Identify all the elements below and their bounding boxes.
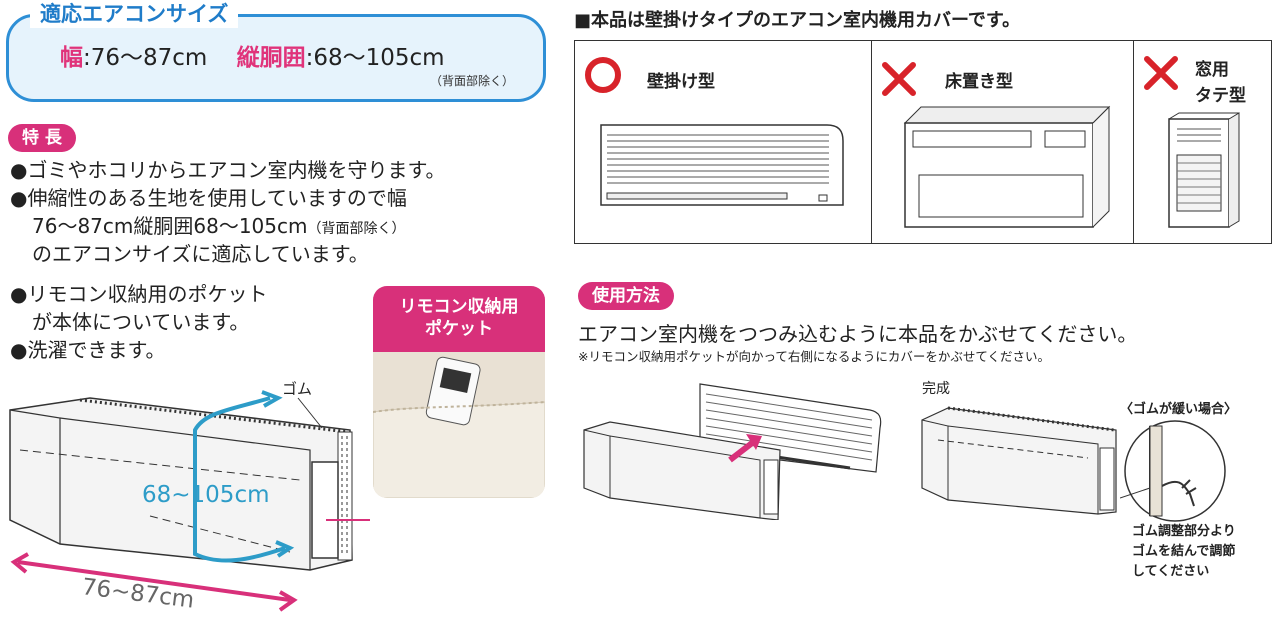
window-aircon-illustration — [1168, 112, 1240, 228]
ok-circle-icon — [585, 57, 621, 93]
type-floor: 床置き型 — [871, 41, 1134, 243]
usage-tag: 使用方法 — [578, 282, 674, 310]
pocket-card: リモコン収納用 ポケット — [373, 286, 545, 498]
height-label: 縦胴囲 — [236, 45, 306, 71]
size-title: 適応エアコンサイズ — [30, 0, 239, 28]
width-value: :76〜87cm — [83, 45, 208, 71]
feature-line-5: ●リモコン収納用のポケット — [10, 282, 268, 306]
aircon-types-table: 壁掛け型 床置き型 — [574, 40, 1272, 244]
usage-main-text: エアコン室内機をつつみ込むように本品をかぶせてください。 — [578, 322, 1138, 346]
usage-step-illustration — [583, 383, 882, 520]
pocket-line-2: ポケット — [425, 319, 493, 339]
type-window-label-2: タテ型 — [1195, 86, 1246, 106]
feature-line-7: ●洗濯できます。 — [10, 338, 166, 362]
pocket-header: リモコン収納用 ポケット — [373, 286, 545, 352]
height-value: :68〜105cm — [305, 45, 445, 71]
adjust-line-1: ゴム調整部分より — [1132, 524, 1236, 539]
done-label: 完成 — [922, 381, 950, 397]
size-box — [6, 14, 546, 102]
feature-line-3: 76〜87cm縦胴囲68〜105cm（背面部除く） — [32, 214, 405, 241]
adjust-line-3: してください — [1132, 564, 1210, 579]
adjust-instructions: ゴム調整部分より ゴムを結んで調節 してください — [1132, 522, 1236, 582]
size-line: 幅:76〜87cm 縦胴囲:68〜105cm — [60, 38, 445, 72]
pocket-line-1: リモコン収納用 — [399, 297, 519, 317]
ng-cross-icon — [882, 62, 916, 96]
type-wall: 壁掛け型 — [575, 41, 872, 243]
feature-line-3-main: 76〜87cm縦胴囲68〜105cm — [32, 214, 308, 238]
feature-line-1: ●ゴミやホコリからエアコン室内機を守ります。 — [10, 158, 446, 182]
wall-aircon-illustration — [600, 124, 844, 206]
width-label: 幅 — [60, 45, 83, 71]
loose-label: 〈ゴムが緩い場合〉 — [1120, 402, 1238, 417]
remote-pocket-illustration — [373, 352, 545, 498]
ng-cross-icon-2 — [1144, 56, 1178, 90]
gom-label: ゴム — [282, 380, 313, 398]
height-dimension: 68~105cm — [142, 482, 270, 508]
cover-diagram — [9, 390, 370, 612]
intro-text: ■本品は壁掛けタイプのエアコン室内機用カバーです。 — [574, 10, 1021, 31]
elastic-detail-illustration — [1120, 420, 1226, 522]
type-wall-label: 壁掛け型 — [647, 72, 715, 92]
size-note: （背面部除く） — [430, 74, 515, 88]
completed-illustration — [921, 406, 1117, 515]
usage-note-text: ※リモコン収納用ポケットが向かって右側になるようにカバーをかぶせてください。 — [578, 349, 1050, 364]
adjust-line-2: ゴムを結んで調節 — [1132, 544, 1236, 559]
feature-line-6: が本体についています。 — [32, 310, 250, 334]
features-tag: 特 長 — [8, 124, 76, 152]
type-window: 窓用 タテ型 — [1133, 41, 1271, 243]
feature-line-3-note: （背面部除く） — [307, 221, 406, 237]
type-window-label-1: 窓用 — [1195, 60, 1229, 80]
feature-line-2: ●伸縮性のある生地を使用していますので幅 — [10, 186, 407, 210]
feature-line-4: のエアコンサイズに適応しています。 — [32, 242, 369, 266]
floor-aircon-illustration — [903, 105, 1111, 228]
type-floor-label: 床置き型 — [945, 72, 1013, 92]
